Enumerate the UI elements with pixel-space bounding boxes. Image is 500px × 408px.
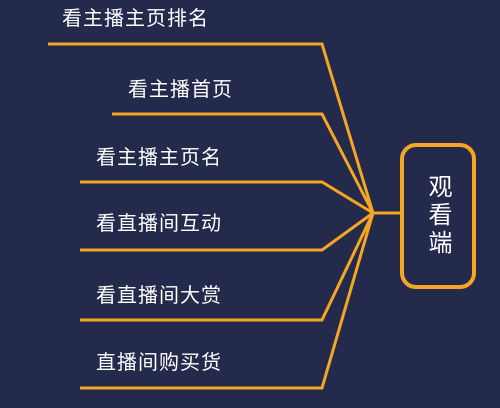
branch-label-0: 看主播主页排名 (62, 6, 209, 30)
connector-line-2 (80, 180, 374, 215)
branch-label-5: 直播间购买货 (96, 350, 222, 374)
connector-line-1 (112, 112, 375, 214)
connector-line-5 (80, 212, 375, 390)
hub-label: 观看端 (424, 174, 452, 258)
branch-label-1: 看主播首页 (128, 77, 233, 101)
branch-label-2: 看主播主页名 (96, 145, 222, 169)
connector-line-4 (80, 212, 375, 322)
connector-line-0 (48, 42, 375, 214)
branch-label-4: 看直播间大赏 (96, 283, 222, 307)
branch-label-3: 看直播间互动 (96, 211, 222, 235)
connector-line-3 (80, 211, 374, 252)
hub-node: 观看端 (400, 143, 476, 289)
